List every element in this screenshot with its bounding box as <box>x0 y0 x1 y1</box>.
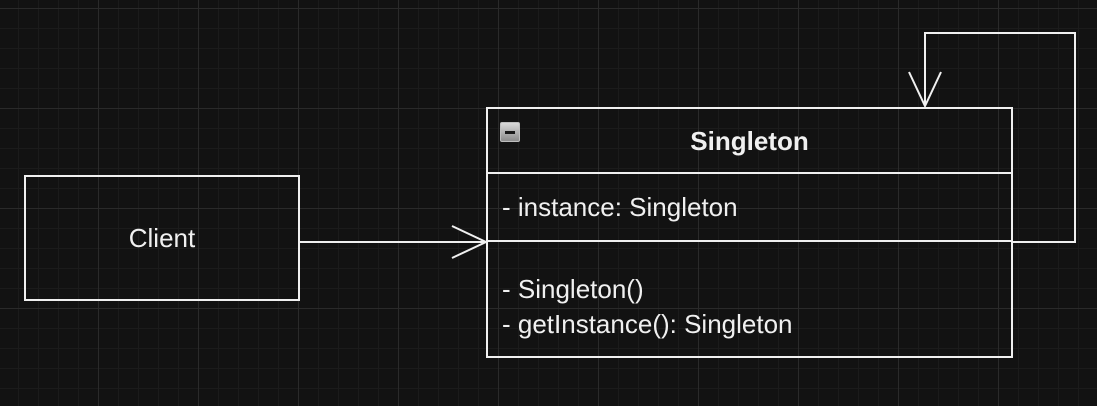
method-item[interactable]: - getInstance(): Singleton <box>502 309 793 339</box>
client-to-singleton-connector[interactable] <box>300 225 489 259</box>
minus-square-icon[interactable] <box>500 122 520 142</box>
method-item[interactable]: - Singleton() <box>502 274 644 304</box>
singleton-class-node[interactable]: Singleton - instance: Singleton - Single… <box>486 107 1013 358</box>
client-label: Client <box>128 222 196 253</box>
attribute-item[interactable]: - instance: Singleton <box>502 192 738 222</box>
minus-bar <box>505 131 515 134</box>
class-header: Singleton <box>488 109 1011 174</box>
client-node[interactable]: Client <box>24 175 300 301</box>
attributes-section: - instance: Singleton <box>488 174 1011 242</box>
methods-section: - Singleton() - getInstance(): Singleton <box>488 242 1011 356</box>
singleton-self-connector[interactable] <box>908 32 1076 243</box>
class-name[interactable]: Singleton <box>690 126 809 156</box>
singleton-self-arrowhead <box>908 71 942 109</box>
